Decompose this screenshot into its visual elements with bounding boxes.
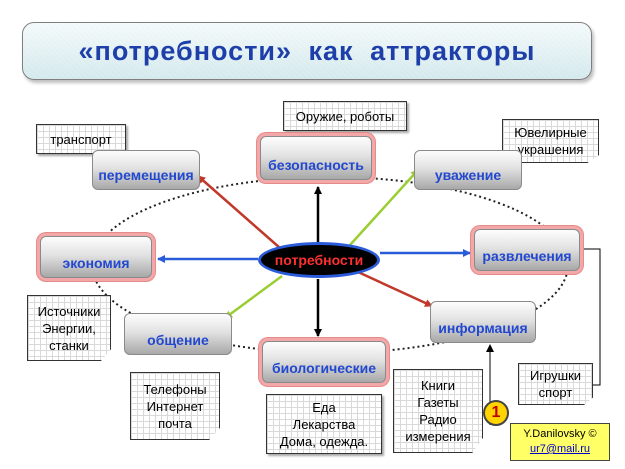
- need-label: перемещения: [98, 167, 194, 183]
- note-line: Дома, одежда.: [279, 433, 369, 449]
- arrow-to-informaciya: [357, 270, 433, 308]
- note-oruzhie: Оружие, роботы: [283, 101, 407, 131]
- note-line: Еда: [312, 399, 336, 415]
- arrow-to-peremeshcheniya: [197, 175, 281, 249]
- note-line: Телефоны: [143, 381, 207, 397]
- note-igrushki: Игрушки спорт: [518, 363, 593, 405]
- need-label: биологические: [271, 360, 377, 376]
- note-line: Энергии,: [42, 320, 96, 336]
- arrow-to-obshchenie: [224, 274, 283, 320]
- note-line: Газеты: [417, 395, 459, 410]
- connector-igrushki: [582, 248, 601, 386]
- need-informaciya: информация: [430, 301, 536, 343]
- note-line: почта: [158, 415, 192, 431]
- center-label: потребности: [274, 252, 364, 268]
- note-line: Интернет: [146, 398, 204, 414]
- need-label: общение: [147, 332, 209, 348]
- need-label: уважение: [434, 167, 502, 183]
- note-line: Ювелирные: [514, 125, 587, 140]
- author-credit: Y.Danilovsky © ur7@mail.ru: [510, 423, 610, 461]
- need-peremeshcheniya: перемещения: [92, 150, 200, 190]
- note-transport: транспорт: [36, 124, 126, 154]
- need-label: развлечения: [482, 248, 572, 264]
- arrow-to-uvazhenie: [349, 169, 419, 246]
- note-line: Лекарства: [292, 416, 356, 432]
- note-line: транспорт: [50, 131, 112, 147]
- note-line: Книги: [420, 378, 456, 393]
- note-telefony: Телефоны Интернет почта: [130, 372, 220, 440]
- note-line: Игрушки: [529, 368, 582, 383]
- need-label: информация: [438, 320, 528, 336]
- note-line: украшения: [517, 142, 584, 157]
- note-line: Источники: [37, 303, 101, 319]
- center-node: потребности: [258, 242, 380, 278]
- badge-label: 1: [491, 404, 501, 421]
- note-line: Оружие, роботы: [295, 108, 395, 124]
- note-eda: Еда Лекарства Дома, одежда.: [266, 394, 382, 454]
- diagram-title: «потребности» как аттракторы: [78, 35, 536, 66]
- need-razvlecheniya: развлечения: [474, 229, 580, 271]
- note-istochniki: Источники Энергии, станки: [27, 295, 111, 361]
- title-banner: «потребности» как аттракторы: [22, 22, 592, 80]
- note-line: спорт: [538, 385, 573, 400]
- need-label: безопасность: [268, 157, 364, 173]
- author-email-link[interactable]: ur7@mail.ru: [529, 443, 591, 455]
- note-line: Радио: [419, 412, 457, 427]
- need-bezopasnost: безопасность: [260, 136, 372, 180]
- note-line: станки: [49, 337, 89, 353]
- need-label: экономия: [62, 255, 130, 271]
- need-ekonomiya: экономия: [40, 236, 152, 278]
- need-obshchenie: общение: [124, 313, 232, 355]
- need-uvazhenie: уважение: [414, 150, 522, 190]
- note-knigi: Книги Газеты Радио измерения: [393, 369, 483, 453]
- author-name: Y.Danilovsky ©: [523, 428, 597, 440]
- number-badge: 1: [483, 400, 509, 426]
- need-biologicheskie: биологические: [262, 341, 386, 383]
- note-line: измерения: [405, 429, 471, 444]
